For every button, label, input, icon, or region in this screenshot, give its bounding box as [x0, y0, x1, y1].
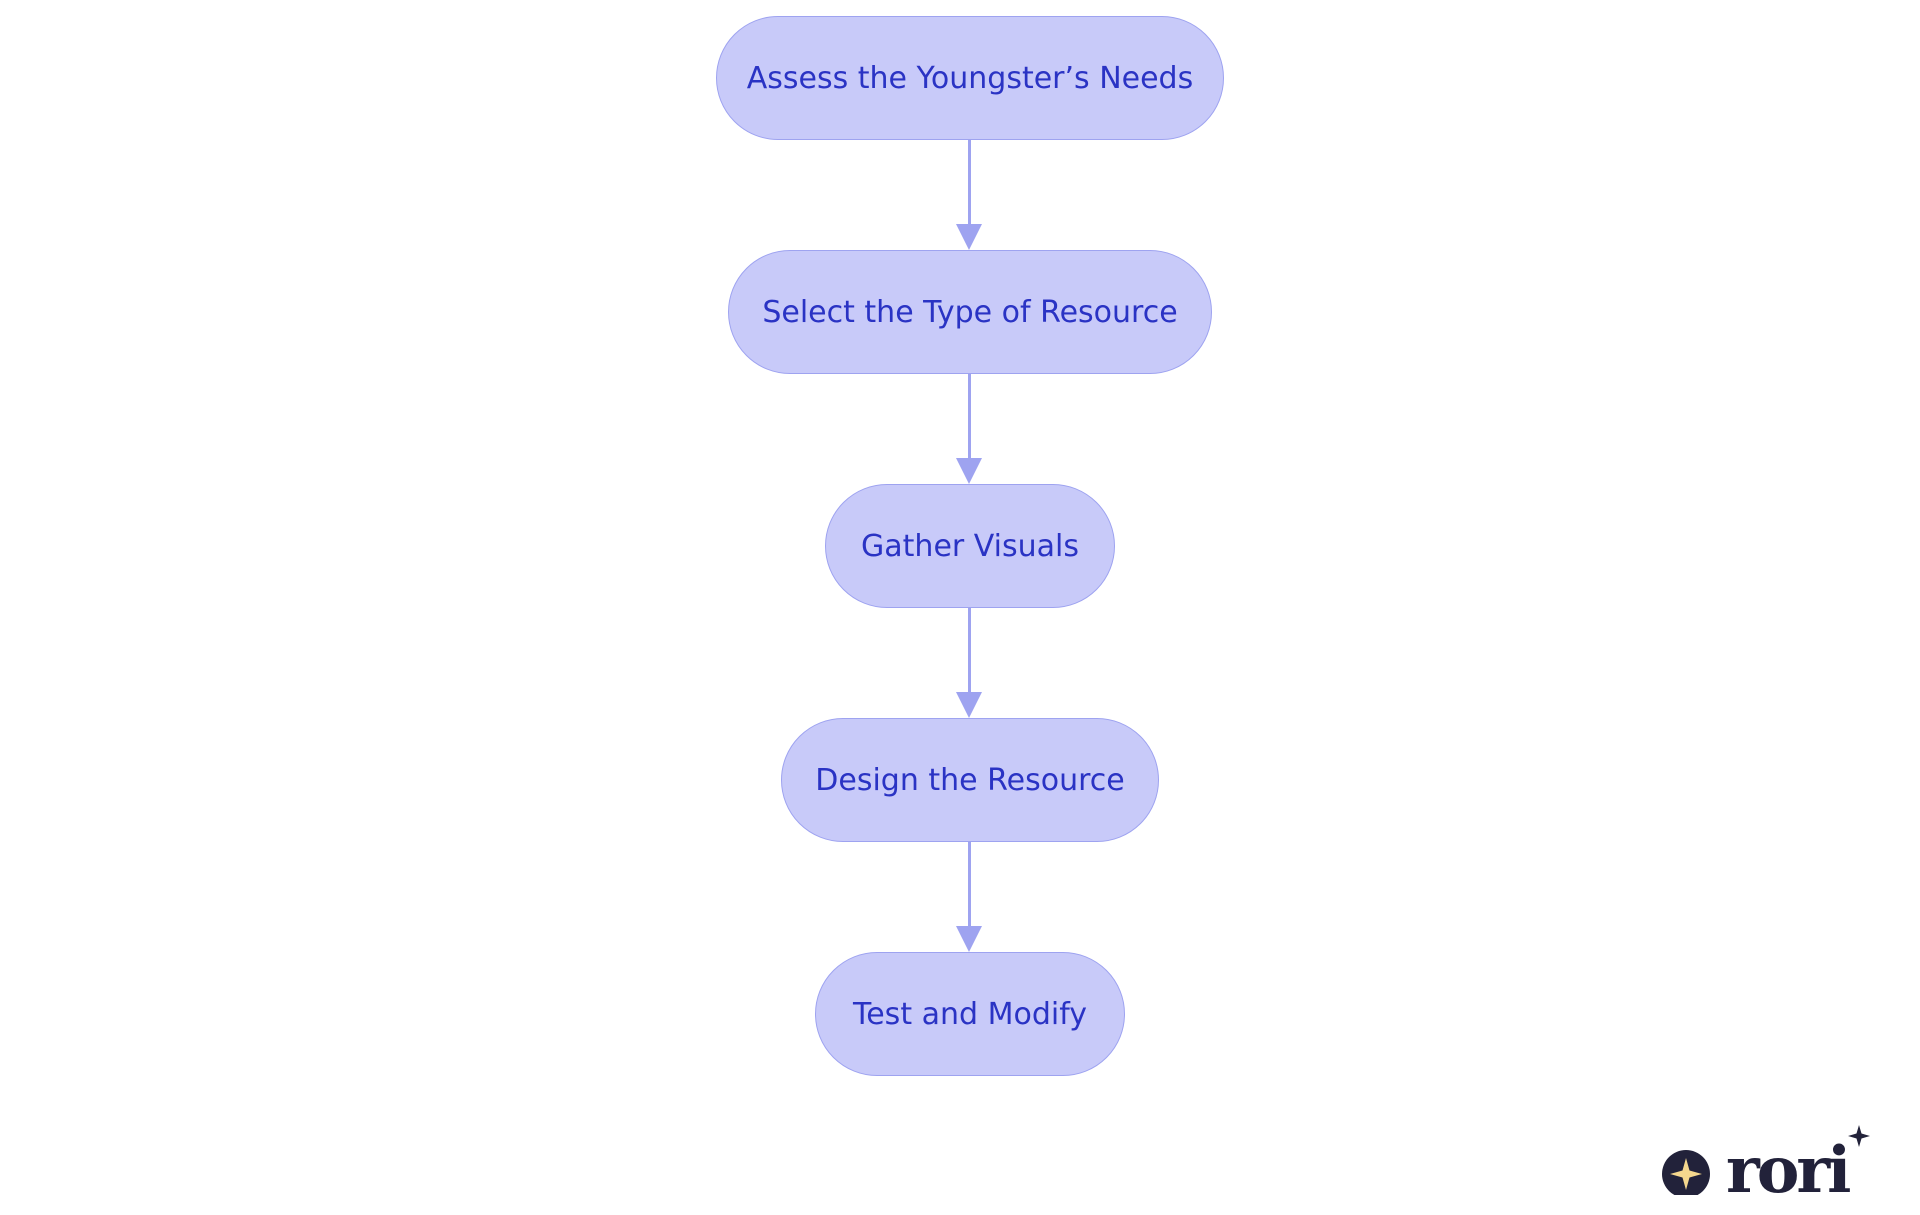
node-design-resource: Design the Resource [781, 718, 1159, 842]
arrowhead-icon [956, 458, 982, 484]
arrowhead-icon [956, 692, 982, 718]
arrowhead-icon [956, 224, 982, 250]
edge-line [968, 608, 971, 694]
node-label: Test and Modify [853, 996, 1087, 1032]
edge-line [968, 842, 971, 928]
node-label: Design the Resource [815, 762, 1125, 798]
arrowhead-icon [956, 926, 982, 952]
rori-logo: rori [1660, 1125, 1870, 1208]
node-label: Assess the Youngster’s Needs [746, 60, 1194, 96]
edge-line [968, 374, 971, 460]
edge-line [968, 140, 971, 226]
node-gather-visuals: Gather Visuals [825, 484, 1115, 608]
node-test-modify: Test and Modify [815, 952, 1125, 1076]
rori-logo-icon: rori [1662, 1125, 1870, 1208]
node-label: Select the Type of Resource [762, 294, 1178, 330]
logo-text: rori [1726, 1133, 1850, 1195]
node-label: Gather Visuals [861, 528, 1079, 564]
node-select-resource-type: Select the Type of Resource [728, 250, 1212, 374]
node-assess-needs: Assess the Youngster’s Needs [716, 16, 1224, 140]
